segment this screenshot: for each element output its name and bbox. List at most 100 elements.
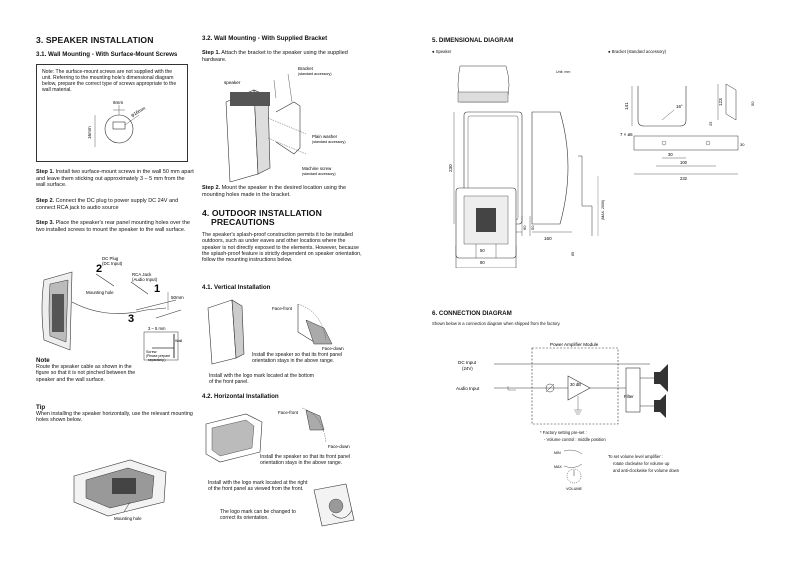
speaker-top xyxy=(230,92,270,106)
hardware-guides xyxy=(267,117,307,155)
volume-knob-figure: MIN MAX VOLUME xyxy=(554,449,583,491)
label-screw-note2: separately.) xyxy=(148,358,165,362)
dim-line-phi xyxy=(124,114,140,126)
label-screw-note1: (Please prepare xyxy=(146,354,170,358)
note-box-text: Note: The surface-mount screws are not s… xyxy=(42,69,177,93)
wall-screws xyxy=(135,299,182,319)
step-2: Step 2. Connect the DC plug to power sup… xyxy=(36,198,194,211)
connection-title: 6. CONNECTION DIAGRAM xyxy=(432,310,512,317)
label-washer-std: (standard accessory) xyxy=(312,140,346,144)
bracket-title: 3.2. Wall Mounting - With Supplied Brack… xyxy=(202,35,328,42)
dim-50: 50 xyxy=(480,248,485,253)
horizontal-title: 4.2. Horizontal Installation xyxy=(202,393,279,400)
vertical-speaker-side xyxy=(231,299,245,359)
screw-head-figure: 6mm φ16mm 16mm xyxy=(87,100,146,147)
horizontal-logo-text: Install with the logo mark located at th… xyxy=(208,480,308,492)
side-view xyxy=(531,111,569,225)
volume-instruction-1: To set volume level amplifier : xyxy=(608,454,663,459)
label-30db: 30 dB xyxy=(570,382,581,387)
note-heading: Note xyxy=(36,357,50,364)
bracket-hole-2 xyxy=(705,140,711,146)
label-dc-input: (DC Input) xyxy=(102,261,123,266)
step-3: Step 3. Place the speaker's rear panel m… xyxy=(36,220,194,233)
vertical-range-arc xyxy=(297,304,315,343)
filter-box xyxy=(625,367,641,413)
label-dc-plug: DC Plug xyxy=(102,256,119,261)
label-vol-max: MAX xyxy=(554,465,562,469)
bracket-step-2: Step 2. Mount the speaker in the desired… xyxy=(202,185,362,198)
volume-pot-slash xyxy=(545,383,555,393)
speaker-rear-detail xyxy=(52,294,64,332)
step-2-text: Connect the DC plug to power supply DC 2… xyxy=(36,198,179,211)
dim-phi16: φ16mm xyxy=(130,106,146,118)
bracket-hole-1 xyxy=(661,140,667,146)
label-speaker: speaker xyxy=(224,80,241,85)
label-bracket-std: (standard accessory) xyxy=(298,72,332,76)
label-dc-input-conn: DC Input xyxy=(458,360,477,365)
woofer-icon xyxy=(654,394,666,418)
vertical-speaker-front xyxy=(207,299,237,365)
bracket-step-1-text: Attach the bracket to the speaker using … xyxy=(202,50,348,63)
label-filter: Filter xyxy=(624,394,634,399)
preset-line-1: * Factory setting pre-set : xyxy=(540,430,587,435)
vertical-figure: Face-front Face-down xyxy=(207,299,344,365)
bracket-leader xyxy=(273,73,293,103)
bracket-step-2-text: Mount the speaker in the desired locatio… xyxy=(202,185,347,198)
dim-60: 60 xyxy=(522,225,527,230)
label-screw-std: (standard accessory) xyxy=(302,172,336,176)
dim-6mm: 6mm xyxy=(113,100,123,105)
tip-heading: Tip xyxy=(36,404,46,411)
vertical-text: Install the speaker so that its front pa… xyxy=(252,352,343,364)
bullet-dot: ● xyxy=(432,49,436,54)
mounting-hole-leader xyxy=(123,501,131,513)
label-mounting-hole: Mounting hole xyxy=(86,290,114,295)
bracket-bullet-text: Bracket (standard accessory) xyxy=(611,49,667,54)
speaker-lines xyxy=(640,377,654,407)
label-bracket: Bracket xyxy=(298,66,314,71)
dim-100: 100 xyxy=(680,160,688,165)
label-vol-min: MIN xyxy=(554,451,561,455)
dim-30-side: 30 xyxy=(740,142,745,147)
label-rca-jack: RCA Jack xyxy=(132,272,152,277)
horizontal-mini-speaker xyxy=(305,409,325,431)
horizontal-mount-figure: Mounting hole xyxy=(73,459,167,521)
unit-label: Unit: mm xyxy=(556,70,571,74)
step-3-text: Place the speaker's rear panel mounting … xyxy=(36,220,190,233)
dim-30: 30 xyxy=(668,152,673,157)
horizontal-speaker-grille xyxy=(211,419,255,457)
vertical-range-dashed xyxy=(297,303,327,341)
dim-232: 232 xyxy=(680,176,688,181)
cable-route xyxy=(578,155,593,236)
label-face-front: Face-front xyxy=(272,306,293,311)
bracket-front-view xyxy=(637,86,687,127)
bracket-height-dims xyxy=(631,84,719,126)
preset-line-2: - Volume control : middle position xyxy=(544,437,606,442)
dim-65: 65 xyxy=(571,252,575,256)
bracket-step-1: Step 1. Attach the bracket to the speake… xyxy=(202,50,362,63)
volume-pot xyxy=(545,383,555,393)
section-title-installation: 3. SPEAKER INSTALLATION xyxy=(36,35,154,45)
label-audio-input-conn: Audio Input xyxy=(456,386,480,391)
num-2: 2 xyxy=(96,263,102,275)
label-screw: Screw xyxy=(146,350,157,354)
dim-16mm: 16mm xyxy=(87,126,92,139)
label-volume: VOLUME xyxy=(566,487,583,491)
note-text: Route the speaker cable as shown in the … xyxy=(36,364,136,383)
step-1-text: Install two surface-mount screws in the … xyxy=(36,169,194,189)
speaker-bullet: ● Speaker xyxy=(432,49,451,54)
connection-text: Shown below is a connection diagram when… xyxy=(432,321,561,326)
bracket-step-2-label: Step 2. xyxy=(202,185,221,191)
tweeter-icon xyxy=(654,364,668,392)
label-face-down-2: Face-down xyxy=(328,444,350,449)
plug-lines xyxy=(95,273,149,295)
speaker-rear-dim-drawing: 50 80 60 50 xyxy=(455,187,535,265)
note-box: Note: The surface-mount screws are not s… xyxy=(36,64,188,162)
bracket-width-dims xyxy=(634,157,738,175)
rear-side-dim-lines xyxy=(521,216,531,236)
logo-change-text: The logo mark can be changed to correct … xyxy=(220,509,296,521)
dim-16deg: 16° xyxy=(676,104,683,109)
label-24v: (24V) xyxy=(462,366,473,371)
label-plain-washer: Plain washer xyxy=(312,134,338,139)
vertical-mini-speaker xyxy=(305,319,333,345)
wall-mount-figure: DC Plug (DC Input) RCA Jack (Audio Input… xyxy=(41,256,184,362)
